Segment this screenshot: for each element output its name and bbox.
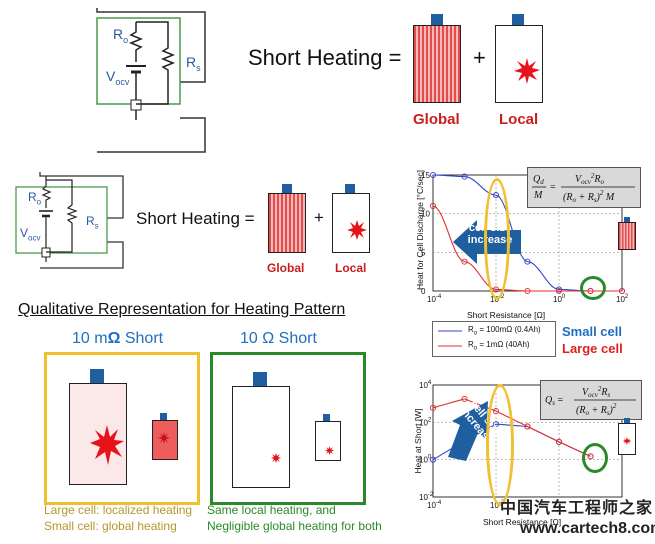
box2-note-1: Same local heating, and <box>207 503 336 517</box>
chart2-ytick-label: 100 <box>419 455 432 465</box>
top-global-cell-terminal <box>431 14 443 25</box>
chart2-series-2-point <box>429 404 437 411</box>
top-global-cell <box>413 25 461 103</box>
svg-text:=: = <box>550 182 556 193</box>
small-cell-label: Small cell <box>562 324 622 339</box>
chart1-series-1-point <box>524 258 531 265</box>
chart1-formula: Qd M = Vocv2Ro (Ro + Rs)2 M <box>532 172 635 204</box>
box2-small-cell-terminal <box>323 414 330 421</box>
chart1-legend-lines <box>438 330 462 347</box>
mid-plus: + <box>314 208 324 227</box>
chart1-series-2-point <box>524 287 531 295</box>
top-global-label: Global <box>413 111 460 128</box>
box1-large-burst-icon <box>90 425 124 465</box>
chart2-green-ellipse <box>582 443 608 473</box>
box1-large-cell-terminal <box>90 369 104 383</box>
box2-frame <box>210 352 366 505</box>
chart1-ytick-label: 15 <box>421 171 430 180</box>
mid-global-label: Global <box>267 261 305 275</box>
large-cell-label: Large cell <box>562 341 623 356</box>
svg-text:Qd: Qd <box>533 174 544 186</box>
mid-equation: Short Heating = <box>136 209 255 228</box>
watermark-url: www.cartech8.com <box>520 520 655 537</box>
box2-small-cell <box>315 421 341 461</box>
chart1-xlabel: Short Resistance [Ω] <box>467 310 546 320</box>
chart2-xlabel: Short Resistance [Ω] <box>483 517 562 527</box>
chart2-local-cell-terminal <box>624 418 630 423</box>
box1-title: 10 mΩ Short <box>72 330 164 347</box>
chart1-ellipse <box>484 178 510 300</box>
mid-local-cell-terminal <box>345 184 355 193</box>
chart1-legend <box>432 321 556 357</box>
top-plus: + <box>473 45 486 70</box>
chart2-ellipse <box>486 384 514 506</box>
chart2-ytick-label: 10-2 <box>419 492 434 502</box>
box1-note-1: Large cell: localized heating <box>44 503 193 517</box>
chart1-series-2-point <box>618 287 626 295</box>
box2-small-burst-icon <box>325 446 334 455</box>
top-local-label: Local <box>499 111 539 128</box>
mid-vocv-label: Vocv <box>20 226 41 243</box>
mid-global-cell <box>268 193 306 253</box>
mid-local-label: Local <box>335 261 367 275</box>
chart1-global-cell-terminal <box>624 217 630 222</box>
chart1-xtick-label: 102 <box>616 294 629 304</box>
mid-rs-label: Rs <box>86 214 99 231</box>
chart2-ytick-label: 102 <box>419 417 432 427</box>
chart1-ytick-label: 10 <box>421 210 430 219</box>
chart1-ytick-label: 5 <box>421 248 426 257</box>
mid-local-burst-icon <box>347 220 367 240</box>
chart1-series-2-point <box>555 287 563 295</box>
watermark: 中国汽车工程师之家 <box>500 498 654 517</box>
chart1-xtick-label: 10-4 <box>427 294 442 304</box>
top-ro-label: Ro <box>113 26 129 45</box>
chart1-ytick-label: 0 <box>421 287 426 296</box>
chart1-green-ellipse <box>580 276 606 300</box>
chart2-xtick-label: 10-4 <box>427 500 442 510</box>
top-vocv-label: Vocv <box>106 68 130 87</box>
chart1-series-1-point <box>429 171 437 179</box>
chart2-series-2-point <box>461 395 468 402</box>
chart2-series-1-point <box>429 456 437 463</box>
chart1-formula-box <box>527 167 641 208</box>
top-rs-label: Rs <box>186 54 201 73</box>
chart2-formula: Qs = Vocv2Rs (Ro + Rs)2 <box>545 385 636 417</box>
chart1-legend-1: Ro = 100mΩ (0.4Ah) <box>468 325 541 337</box>
box1-small-cell-terminal <box>160 413 167 420</box>
top-local-cell-terminal <box>512 14 524 25</box>
mid-ro-label: Ro <box>28 190 42 207</box>
box2-title: 10 Ω Short <box>240 330 317 347</box>
mid-global-cell-terminal <box>282 184 292 193</box>
chart2-series-2-point <box>524 423 531 430</box>
top-local-cell <box>495 25 543 103</box>
box2-large-cell <box>232 386 290 488</box>
chart2-ytick-label: 104 <box>419 380 432 390</box>
box1-frame <box>44 352 200 505</box>
svg-text:Vocv2Rs: Vocv2Rs <box>582 385 610 399</box>
chart1-xtick-label: 100 <box>553 294 566 304</box>
chart1-legend-2: Ro = 1mΩ (40Ah) <box>468 340 530 352</box>
chart1-series-1-point <box>461 173 468 180</box>
box2-note-2: Negligible global heating for both <box>207 519 382 533</box>
box1-note-2: Small cell: global heating <box>44 519 177 533</box>
chart2-arrow-icon <box>448 401 488 461</box>
box1-small-burst-icon <box>158 432 170 444</box>
chart1-series-2-point <box>461 258 468 265</box>
qual-title: Qualitative Representation for Heating P… <box>18 301 346 318</box>
chart2-series-2-point <box>555 438 563 445</box>
box2-large-cell-terminal <box>253 372 267 386</box>
chart1-series-2-point <box>429 202 437 209</box>
box2-large-burst-icon <box>271 453 281 463</box>
svg-text:M: M <box>533 190 543 201</box>
svg-text:Qs =: Qs = <box>545 395 563 407</box>
chart2-local-burst-icon <box>623 437 631 445</box>
top-equation: Short Heating = <box>248 45 402 70</box>
top-local-burst-icon <box>514 58 540 84</box>
svg-text:(Ro + Rs)2: (Ro + Rs)2 <box>576 402 617 417</box>
chart1-global-cell <box>618 222 636 250</box>
